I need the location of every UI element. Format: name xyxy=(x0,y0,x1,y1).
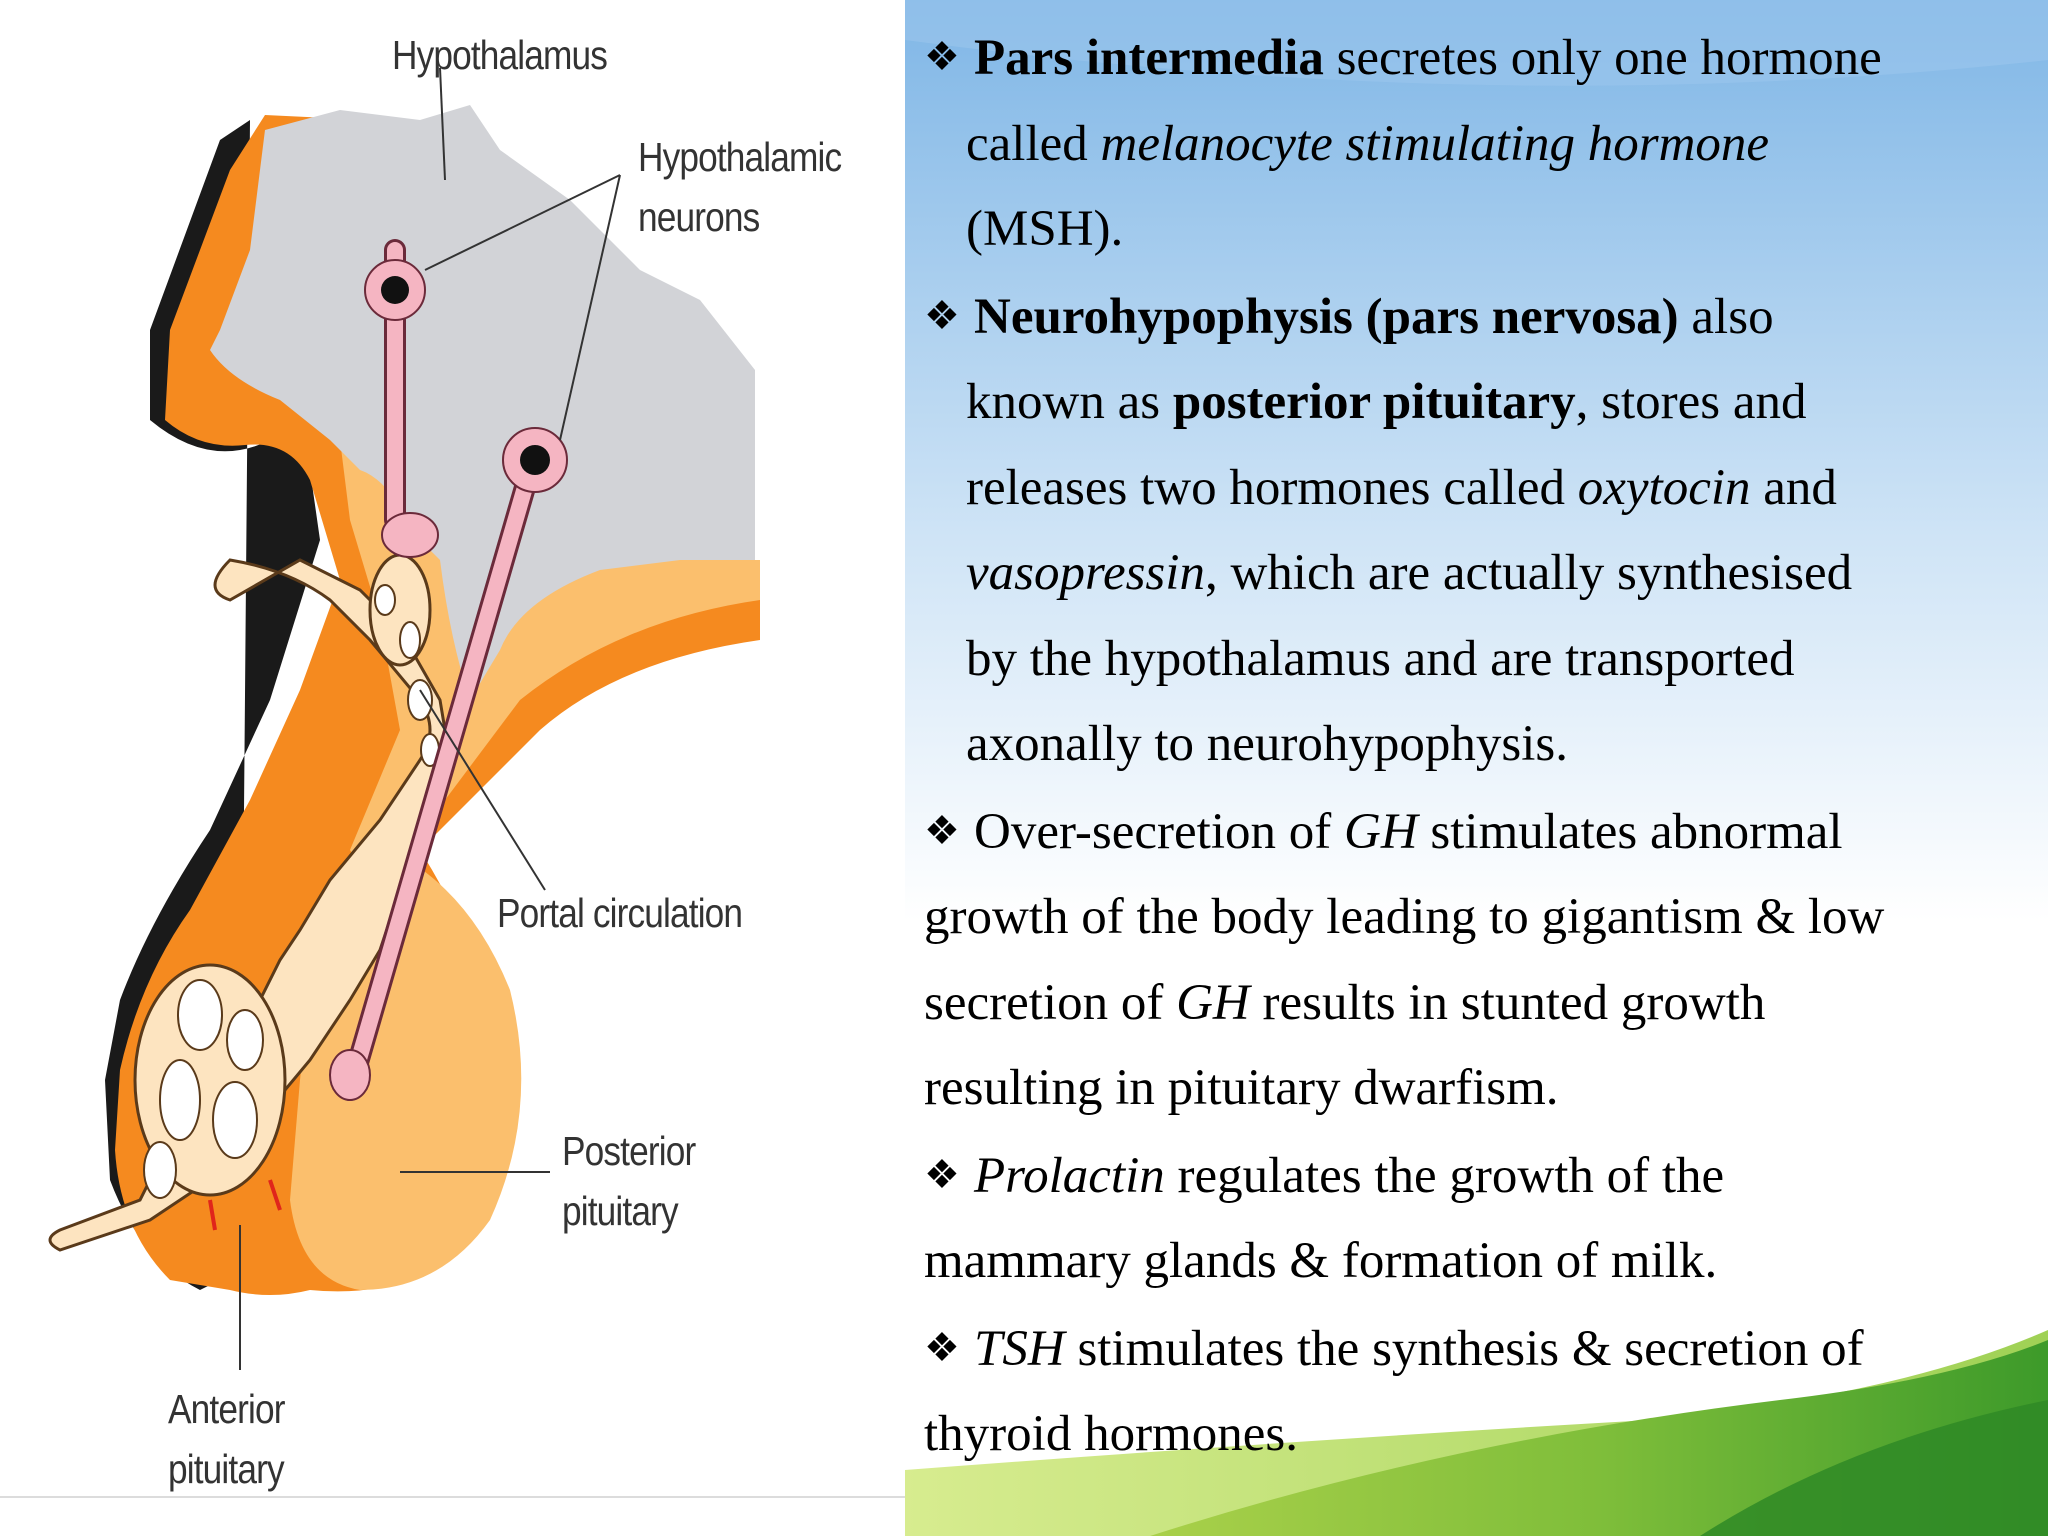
text: secretion of xyxy=(924,974,1177,1031)
text: known as xyxy=(966,374,1173,430)
term-neurohypophysis: Neurohypophysis (pars nervosa) xyxy=(974,288,1679,345)
text: (MSH). xyxy=(966,201,1124,257)
text: called xyxy=(966,115,1101,172)
term-pars-intermedia: Pars intermedia xyxy=(974,30,1324,86)
term-vasopressin: vasopressin xyxy=(966,545,1205,601)
text: resulting in pituitary dwarfism. xyxy=(924,1060,1559,1116)
bullet-prolactin: ❖ Prolactin regulates the growth of the m… xyxy=(924,1132,2034,1305)
label-hypothalamus: Hypothalamus xyxy=(392,32,608,78)
text: releases two hormones called xyxy=(966,459,1578,516)
text: growth of the body leading to gigantism … xyxy=(924,889,1885,945)
label-posterior-pituitary-line1: Posterior xyxy=(562,1128,696,1174)
diamond-bullet-icon: ❖ xyxy=(924,807,960,853)
text: thyroid hormones. xyxy=(924,1406,1298,1462)
term-gh: GH xyxy=(1343,803,1418,860)
text: results in stunted growth xyxy=(1249,974,1766,1031)
text: secretes only one hormone xyxy=(1323,30,1882,86)
text: , which are actually synthesised xyxy=(1204,545,1853,601)
term-gh: GH xyxy=(1176,974,1250,1031)
text: axonally to neurohypophysis. xyxy=(966,716,1569,772)
text: Over-secretion of xyxy=(974,803,1344,860)
term-oxytocin: oxytocin xyxy=(1577,459,1751,516)
bullet-tsh: ❖ TSH stimulates the synthesis & secretio… xyxy=(924,1305,2034,1478)
text: mammary glands & formation of milk. xyxy=(924,1233,1718,1289)
term-posterior-pituitary: posterior pituitary xyxy=(1172,374,1576,430)
text: by the hypothalamus and are transported xyxy=(966,630,1795,687)
diamond-bullet-icon: ❖ xyxy=(924,1151,960,1197)
term-msh: melanocyte stimulating hormone xyxy=(1100,115,1770,172)
label-hypothalamic-neurons-line2: neurons xyxy=(638,194,760,240)
label-hypothalamic-neurons-line1: Hypothalamic xyxy=(638,134,842,180)
bullet-growth-hormone: ❖ Over-secretion of GH stimulates abnorma… xyxy=(924,788,2034,1132)
diamond-bullet-icon: ❖ xyxy=(924,292,960,338)
diamond-bullet-icon: ❖ xyxy=(924,34,960,79)
pituitary-illustration xyxy=(0,67,905,1498)
text: stimulates the synthesis & secretion of xyxy=(1064,1320,1864,1377)
bullet-neurohypophysis: ❖ Neurohypophysis (pars nervosa) also kno… xyxy=(924,273,2034,788)
text: regulates the growth of the xyxy=(1164,1147,1725,1204)
text: and xyxy=(1750,459,1837,516)
pituitary-diagram: Hypothalamus Hypothalamic neurons Portal… xyxy=(0,0,905,1536)
text: stimulates abnormal xyxy=(1417,803,1843,860)
bullet-pars-intermedia: ❖ Pars intermedia secretes only one hormo… xyxy=(924,14,2034,273)
diamond-bullet-icon: ❖ xyxy=(924,1324,960,1370)
bullet-list: ❖ Pars intermedia secretes only one hormo… xyxy=(924,14,2034,1478)
label-posterior-pituitary-line2: pituitary xyxy=(562,1188,679,1234)
text: also xyxy=(1678,288,1774,345)
label-portal-circulation: Portal circulation xyxy=(497,890,743,936)
text: , stores and xyxy=(1575,374,1807,430)
term-prolactin: Prolactin xyxy=(974,1147,1165,1204)
term-tsh: TSH xyxy=(974,1320,1065,1377)
label-anterior-pituitary-line2: pituitary xyxy=(168,1446,285,1492)
label-anterior-pituitary-line1: Anterior xyxy=(168,1386,285,1432)
